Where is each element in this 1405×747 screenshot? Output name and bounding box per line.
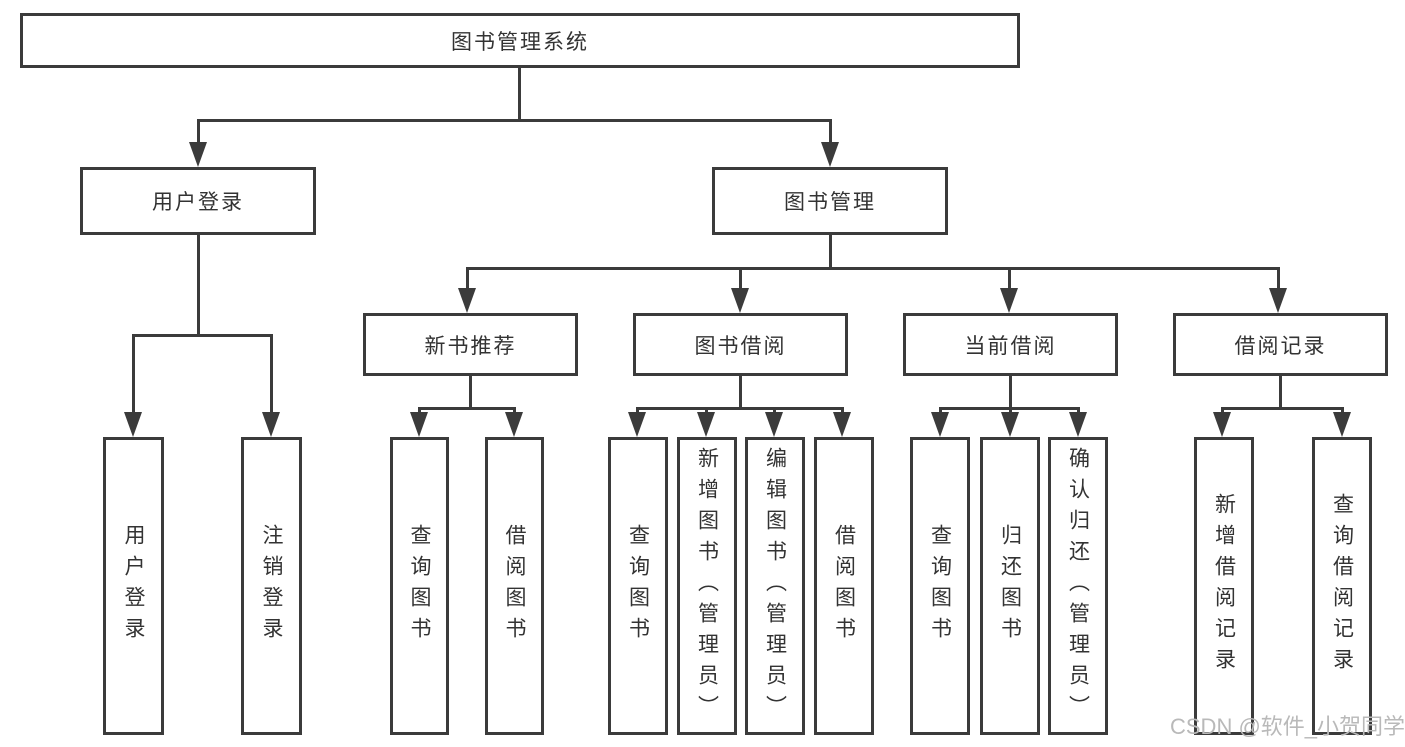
leaf-label: 新增图书（管理员） (695, 446, 719, 726)
leaf-borrow-books-recommend: 借阅图书 (485, 437, 544, 735)
arrow-down-icon (1213, 412, 1231, 437)
arrow-down-icon (189, 142, 207, 167)
leaf-label: 用户登录 (122, 524, 145, 648)
connector-arrow-stem (705, 407, 708, 415)
leaf-label: 归还图书 (998, 524, 1022, 648)
connector-arrow-stem (841, 407, 844, 415)
leaf-add-books-admin: 新增图书（管理员） (677, 437, 737, 735)
arrow-down-icon (458, 288, 476, 313)
connector-arrow-stem (197, 119, 200, 144)
arrow-down-icon (262, 412, 280, 437)
arrow-down-icon (765, 412, 783, 437)
arrow-down-icon (833, 412, 851, 437)
node-new-book-recommendation: 新书推荐 (363, 313, 578, 376)
node-label: 新书推荐 (424, 334, 517, 358)
node-label: 图书借阅 (694, 334, 787, 358)
node-book-management: 图书管理 (712, 167, 948, 235)
node-label: 当前借阅 (964, 334, 1057, 358)
watermark: CSDN @软件_小贺同学 (1170, 714, 1405, 739)
arrow-down-icon (731, 288, 749, 313)
node-label: 借阅记录 (1234, 334, 1327, 358)
connector-arrow-stem (939, 407, 942, 415)
node-current-borrowing: 当前借阅 (903, 313, 1118, 376)
connector-arrow-stem (1008, 267, 1011, 291)
leaf-confirm-return-admin: 确认归还（管理员） (1048, 437, 1108, 735)
arrow-down-icon (1333, 412, 1351, 437)
connector-arrow-stem (466, 267, 469, 291)
connector-arrow-stem (739, 267, 742, 291)
leaf-label: 新增借阅记录 (1212, 493, 1236, 679)
leaf-query-books-current: 查询图书 (910, 437, 970, 735)
connector-current-stem (1009, 376, 1012, 409)
node-label: 用户登录 (152, 191, 244, 214)
leaf-label: 确认归还（管理员） (1066, 446, 1090, 726)
node-user-login: 用户登录 (80, 167, 316, 235)
connector-borrowing-stem (739, 376, 742, 409)
node-library-management-system: 图书管理系统 (20, 13, 1020, 68)
connector-arrow-stem (418, 407, 421, 415)
arrow-down-icon (124, 412, 142, 437)
arrow-down-icon (505, 412, 523, 437)
leaf-edit-books-admin: 编辑图书（管理员） (745, 437, 805, 735)
connector-arrow-stem (1009, 407, 1012, 415)
connector-arrow-stem (1077, 407, 1080, 415)
leaf-return-books: 归还图书 (980, 437, 1040, 735)
arrow-down-icon (1001, 412, 1019, 437)
connector-arrow-stem (513, 407, 516, 415)
connector-new-book-stem (469, 376, 472, 409)
leaf-label: 借阅图书 (832, 524, 856, 648)
connector-user-login-stem (197, 235, 200, 336)
arrow-down-icon (410, 412, 428, 437)
arrow-down-icon (1069, 412, 1087, 437)
connector-records-stem (1279, 376, 1282, 409)
leaf-add-borrow-record: 新增借阅记录 (1194, 437, 1254, 735)
leaf-label: 注销登录 (260, 524, 283, 648)
leaf-query-books-borrowing: 查询图书 (608, 437, 668, 735)
arrow-down-icon (628, 412, 646, 437)
leaf-label: 查询借阅记录 (1330, 493, 1354, 679)
connector-borrowing-bar (636, 407, 844, 410)
connector-new-book-bar (418, 407, 516, 410)
node-label: 图书管理系统 (451, 30, 589, 54)
connector-user-login-bar (132, 334, 273, 337)
leaf-label: 编辑图书（管理员） (763, 446, 787, 726)
connector-arrow-stem (132, 334, 135, 413)
node-label: 图书管理 (784, 191, 876, 214)
leaf-label: 查询图书 (408, 524, 431, 648)
leaf-query-borrow-record: 查询借阅记录 (1312, 437, 1372, 735)
connector-arrow-stem (636, 407, 639, 415)
leaf-label: 查询图书 (928, 524, 952, 648)
arrow-down-icon (1000, 288, 1018, 313)
connector-book-mgmt-stem (829, 235, 832, 270)
leaf-user-login: 用户登录 (103, 437, 164, 735)
connector-root-stem (518, 68, 521, 121)
arrow-down-icon (931, 412, 949, 437)
arrow-down-icon (697, 412, 715, 437)
arrow-down-icon (1269, 288, 1287, 313)
node-book-borrowing: 图书借阅 (633, 313, 848, 376)
connector-arrow-stem (1341, 407, 1344, 415)
node-borrowing-records: 借阅记录 (1173, 313, 1388, 376)
connector-arrow-stem (773, 407, 776, 415)
leaf-label: 借阅图书 (503, 524, 526, 648)
connector-book-mgmt-bar (466, 267, 1280, 270)
leaf-label: 查询图书 (626, 524, 650, 648)
connector-arrow-stem (270, 334, 273, 413)
leaf-borrow-books-borrowing: 借阅图书 (814, 437, 874, 735)
arrow-down-icon (821, 142, 839, 167)
connector-arrow-stem (829, 119, 832, 144)
connector-records-bar (1221, 407, 1344, 410)
leaf-query-books-recommend: 查询图书 (390, 437, 449, 735)
connector-arrow-stem (1277, 267, 1280, 291)
connector-arrow-stem (1221, 407, 1224, 415)
leaf-logout: 注销登录 (241, 437, 302, 735)
connector-root-bar (197, 119, 832, 122)
